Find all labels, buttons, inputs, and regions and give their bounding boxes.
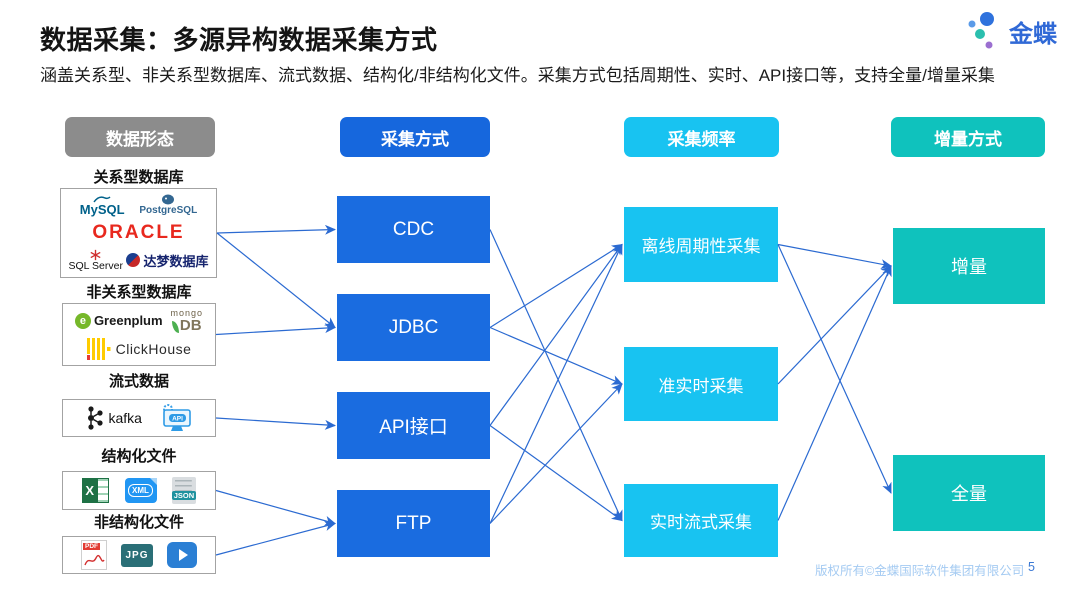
column-header-data-form: 数据形态 (65, 117, 215, 157)
xml-fold-corner (149, 478, 157, 485)
postgresql-logo: PostgreSQL (139, 194, 197, 216)
excel-x-text: X (82, 478, 98, 503)
dameng-logo: 达梦数据库 (126, 251, 208, 270)
json-label-text: JSON (171, 491, 197, 500)
increment-node-incremental: 增量 (893, 228, 1045, 304)
frequency-node-realtime-streaming: 实时流式采集 (624, 484, 778, 557)
source-label-relational: 关系型数据库 (93, 169, 184, 186)
source-box-relational: MySQL PostgreSQL ORACLE SQL Server 达梦数据库 (60, 188, 217, 278)
increment-node-full: 全量 (893, 455, 1045, 531)
method-node-jdbc: JDBC (337, 294, 490, 361)
kingdee-logo-icon (968, 12, 994, 49)
kingdee-logo-text: 金蝶 (1009, 20, 1057, 48)
source-box-structured: X XML JSON (62, 471, 216, 510)
sqlserver-star-icon (90, 249, 101, 261)
page-subtitle: 涵盖关系型、非关系型数据库、流式数据、结构化/非结构化文件。采集方式包括周期性、… (40, 66, 995, 85)
column-header-collect-method: 采集方式 (340, 117, 490, 157)
page-number: 5 (1028, 560, 1035, 574)
greenplum-icon: e (74, 312, 91, 329)
kingdee-logo: 金蝶 (962, 10, 1057, 52)
source-label-streaming: 流式数据 (108, 373, 169, 390)
frequency-node-offline-periodic: 离线周期性采集 (624, 207, 778, 282)
xml-label-text: XML (128, 483, 153, 498)
mongodb-leaf-icon (171, 320, 179, 333)
source-label-structured: 结构化文件 (101, 448, 177, 465)
clickhouse-bars-icon (86, 338, 111, 361)
copyright-text: 版权所有©金蝶国际软件集团有限公司 (815, 564, 1025, 578)
pdf-label-text: PDF (83, 543, 100, 550)
kafka-icon (87, 406, 103, 430)
jpg-file-icon: JPG (121, 543, 153, 567)
page-title: 数据采集：多源异构数据采集方式 (40, 25, 438, 55)
mongodb-logo: mongo DB (170, 307, 204, 334)
dameng-ball-icon (126, 253, 141, 268)
json-file-icon: JSON (171, 477, 197, 504)
source-box-nonrelational: e Greenplum mongo DB ClickHouse (62, 303, 216, 366)
sqlserver-logo: SQL Server (69, 249, 123, 272)
greenplum-logo: e Greenplum (74, 312, 163, 329)
method-node-api: API接口 (337, 392, 490, 459)
method-node-cdc: CDC (337, 196, 490, 263)
xml-file-icon: XML (124, 478, 157, 503)
frequency-node-near-realtime: 准实时采集 (624, 347, 778, 421)
video-file-icon (167, 542, 197, 568)
kafka-logo: kafka (85, 405, 142, 431)
column-header-collect-frequency: 采集频率 (624, 117, 779, 157)
source-box-streaming: kafka API (62, 399, 216, 437)
api-monitor-text: API (173, 415, 184, 422)
postgresql-elephant-icon (162, 194, 175, 205)
oracle-logo-text: ORACLE (92, 222, 185, 244)
mongodb-logo-db-text: DB (179, 316, 202, 334)
sqlserver-logo-text: SQL Server (68, 260, 123, 273)
mongodb-logo-top-text: mongo (170, 307, 204, 318)
mysql-logo-text: MySQL (79, 201, 125, 217)
mysql-dolphin-icon (93, 196, 111, 203)
pdf-file-icon: PDF (81, 540, 107, 570)
clickhouse-logo: ClickHouse (86, 338, 192, 361)
play-icon (178, 549, 188, 561)
method-node-ftp: FTP (337, 490, 490, 557)
clickhouse-logo-text: ClickHouse (115, 341, 192, 358)
source-label-unstructured: 非结构化文件 (93, 514, 184, 531)
excel-grid (97, 478, 110, 503)
postgresql-logo-text: PostgreSQL (139, 205, 198, 217)
excel-file-icon: X (82, 478, 110, 503)
api-monitor-icon: API (163, 404, 192, 431)
source-label-nonrelational: 非关系型数据库 (86, 284, 192, 301)
dameng-logo-text: 达梦数据库 (143, 253, 209, 269)
mysql-logo: MySQL (80, 195, 125, 216)
greenplum-logo-text: Greenplum (93, 313, 163, 329)
kafka-logo-text: kafka (108, 410, 142, 426)
jpg-label-text: JPG (125, 549, 149, 561)
column-header-increment-mode: 增量方式 (891, 117, 1045, 157)
source-box-unstructured: PDF JPG (62, 536, 216, 574)
pdf-squiggle (84, 554, 105, 566)
